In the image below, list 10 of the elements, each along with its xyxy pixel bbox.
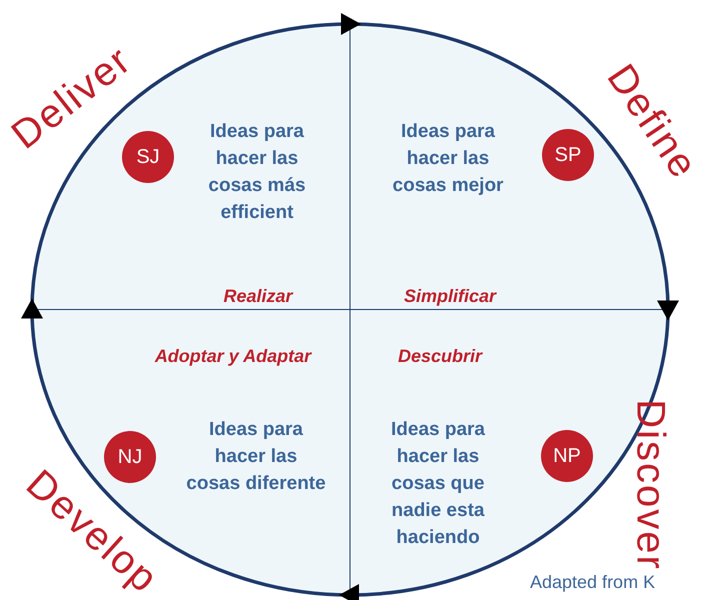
idea-text: Ideas para hacer las cosas diferente	[186, 418, 326, 496]
phase-label: Discover	[628, 399, 672, 571]
action-label: Descubrir	[396, 346, 484, 367]
action-label: Realizar	[222, 286, 294, 307]
idea-text: Ideas para hacer las cosas que nadie esta haciendo	[390, 418, 486, 550]
idea-text: Ideas para hacer las cosas más efficient	[207, 120, 307, 225]
action-label: Simplificar	[402, 286, 498, 307]
action-label: Adoptar y Adaptar	[154, 346, 313, 367]
source-note: Adapted from K	[530, 572, 656, 593]
idea-text: Ideas para hacer las cosas mejor	[392, 120, 504, 198]
